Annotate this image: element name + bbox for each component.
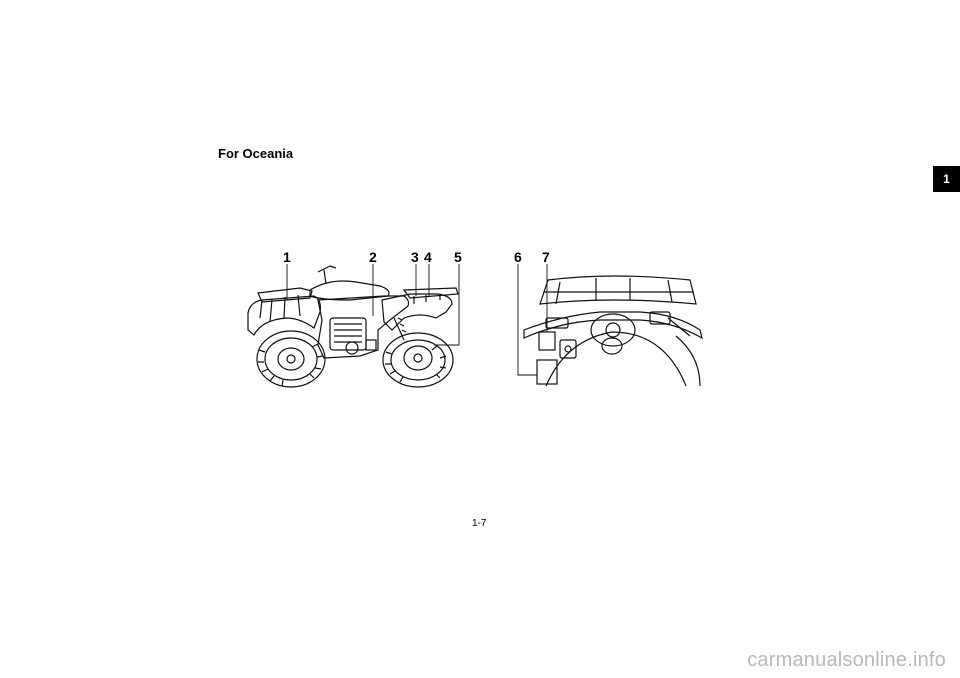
rear-wheel — [256, 330, 326, 388]
front-wheel — [382, 332, 454, 388]
instrument-cluster — [590, 313, 636, 355]
callout-5: 5 — [454, 249, 462, 265]
handlebar — [523, 311, 703, 340]
body-panel — [545, 331, 687, 387]
watermark: carmanualsonline.info — [747, 649, 946, 671]
handlebar-side — [317, 265, 337, 285]
callout-3: 3 — [411, 249, 419, 265]
engine — [329, 317, 377, 355]
rear-rack — [257, 287, 313, 323]
switch-box — [559, 339, 577, 359]
label-rectangle-7 — [538, 331, 556, 351]
label-rectangle-6 — [536, 359, 558, 385]
callout-7: 7 — [542, 249, 550, 265]
section-heading: For Oceania — [218, 146, 294, 161]
rear-fender — [247, 295, 321, 336]
callout-6: 6 — [514, 249, 522, 265]
callout-2: 2 — [369, 249, 377, 265]
front-rack-top — [539, 275, 697, 305]
seat — [309, 280, 390, 301]
leader-lines-handlebar — [517, 264, 548, 376]
page-number: 1-7 — [472, 518, 487, 529]
front-rack — [402, 287, 459, 304]
callout-4: 4 — [424, 249, 432, 265]
front-shock — [393, 317, 407, 341]
callout-1: 1 — [283, 249, 291, 265]
body-frame — [317, 295, 410, 359]
chapter-tab: 1 — [933, 166, 960, 192]
leader-lines-side — [286, 264, 460, 346]
body-side — [675, 335, 701, 387]
